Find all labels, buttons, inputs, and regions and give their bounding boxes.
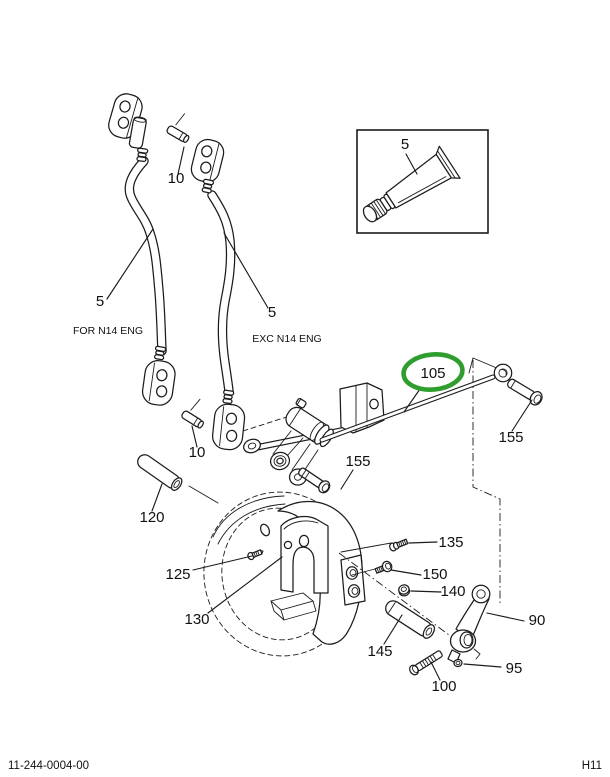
nut-95 [453,658,463,668]
screw-125 [247,549,264,561]
callout-150: 150 [422,566,447,583]
push-rod-for-n14 [108,93,176,406]
callout-5-for-n14: 5 [96,293,104,310]
push-rod-exc-n14 [190,138,246,451]
rod-end-eye [493,363,513,383]
callout-120: 120 [139,509,164,526]
centerline-vertical [472,360,501,604]
callout-125: 125 [165,566,190,583]
clevis-lower-right [211,403,246,451]
clevis-lower-left [141,360,176,406]
clevis-pin-lower [181,398,204,429]
callout-135: 135 [438,534,463,551]
footer-doc-number: 11-244-0004-00 [8,760,89,772]
callout-labels: 5 FOR N14 ENG 10 5 EXC N14 ENG 10 105 15… [73,170,545,695]
screw-135 [389,538,409,552]
shaft-pin-120 [137,454,219,504]
screw-150-axis-line [351,568,376,576]
sealant-tube [362,145,461,223]
callout-105: 105 [420,365,445,382]
lever-eye-washer [243,438,261,454]
sealant-inset-box: 5 [356,129,489,234]
bolt-155-center [298,467,331,494]
screw-150 [374,560,393,574]
callout-100: 100 [431,678,456,695]
rod-end-guide-lines [468,357,500,374]
callout-155-right: 155 [498,429,523,446]
callout-5-inset: 5 [401,136,409,153]
release-bearing-housing [259,500,366,645]
clevis-upper-right [190,138,225,183]
callout-145: 145 [367,643,392,660]
callout-130: 130 [184,611,209,628]
centerline-diagonal [338,552,450,636]
footer: 11-244-0004-00 H11 [8,760,602,772]
callout-95: 95 [506,660,523,677]
control-rod-105 [319,363,513,443]
callout-90: 90 [529,612,546,629]
callout-10-upper: 10 [168,170,185,187]
callout-5-exc-n14: 5 [268,304,276,321]
clevis-pin-upper [166,113,190,144]
release-lever-90 [447,584,491,664]
footer-page-code: H11 [582,760,602,772]
adjusting-sleeve [285,397,334,448]
bolt-100 [409,650,443,676]
caption-for-n14: FOR N14 ENG [73,325,143,337]
callout-155-center: 155 [345,453,370,470]
spacer-145 [385,600,436,639]
cross-shaft-assembly [243,382,385,486]
screw-135-axis-line [340,542,392,553]
bolt-155-right [507,378,543,406]
callout-140: 140 [440,583,465,600]
caption-exc-n14: EXC N14 ENG [252,333,321,345]
leader-lines [106,146,533,681]
highlight-ellipse-105 [401,352,465,392]
lever-hub [269,451,291,471]
callout-10-lower: 10 [189,444,206,461]
nut-140 [398,584,411,597]
